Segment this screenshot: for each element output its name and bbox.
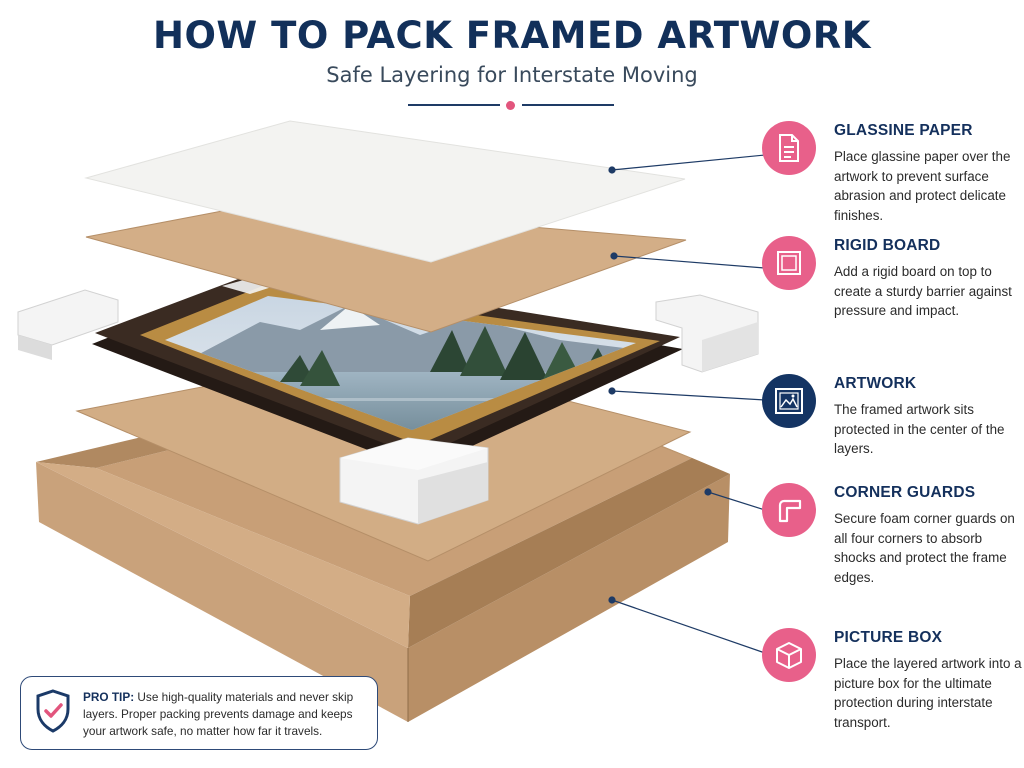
step-description: Add a rigid board on top to create a stu… bbox=[834, 264, 1012, 318]
pro-tip-box: PRO TIP: Use high-quality materials and … bbox=[20, 676, 378, 750]
step-description: Place glassine paper over the artwork to… bbox=[834, 149, 1011, 223]
step-description: Place the layered artwork into a picture… bbox=[834, 656, 1022, 730]
step-label: GLASSINE PAPER bbox=[834, 122, 973, 139]
box-inner-front-left bbox=[36, 462, 410, 648]
step-label: CORNER GUARDS bbox=[834, 484, 976, 501]
step-description: The framed artwork sits protected in the… bbox=[834, 402, 1005, 456]
corner-guard-right bbox=[655, 294, 759, 373]
box-inner-front-right bbox=[408, 458, 730, 648]
corner-guards bbox=[17, 275, 759, 525]
picture-box bbox=[36, 364, 730, 722]
picture-icon bbox=[762, 374, 816, 428]
box-front-right-wall bbox=[408, 474, 730, 722]
shield-check-icon bbox=[35, 689, 71, 738]
step-label: PICTURE BOX bbox=[834, 629, 943, 646]
glassine-paper-sheet bbox=[84, 120, 686, 263]
title-divider-dot bbox=[506, 101, 515, 110]
top-rigid-board bbox=[85, 203, 687, 333]
box-front-left-wall bbox=[36, 462, 408, 722]
box-icon bbox=[762, 628, 816, 682]
pro-tip-text: PRO TIP: Use high-quality materials and … bbox=[83, 689, 373, 740]
step-description: Secure foam corner guards on all four co… bbox=[834, 511, 1015, 585]
document-icon bbox=[762, 121, 816, 175]
corner-guard-front bbox=[339, 437, 489, 525]
pro-tip-body: Use high-quality materials and never ski… bbox=[83, 690, 354, 738]
title-divider-right bbox=[522, 104, 614, 106]
pro-tip-label: PRO TIP: bbox=[83, 690, 135, 704]
page-title: HOW TO PACK FRAMED ARTWORK bbox=[153, 14, 871, 57]
leader-lines bbox=[608, 154, 766, 654]
corner-guard-left bbox=[17, 289, 119, 360]
corner-guard-icon bbox=[762, 483, 816, 537]
board-icon bbox=[762, 236, 816, 290]
step-label: RIGID BOARD bbox=[834, 237, 941, 254]
title-divider-left bbox=[408, 104, 500, 106]
step-label: ARTWORK bbox=[834, 375, 917, 392]
page-subtitle: Safe Layering for Interstate Moving bbox=[326, 63, 698, 87]
